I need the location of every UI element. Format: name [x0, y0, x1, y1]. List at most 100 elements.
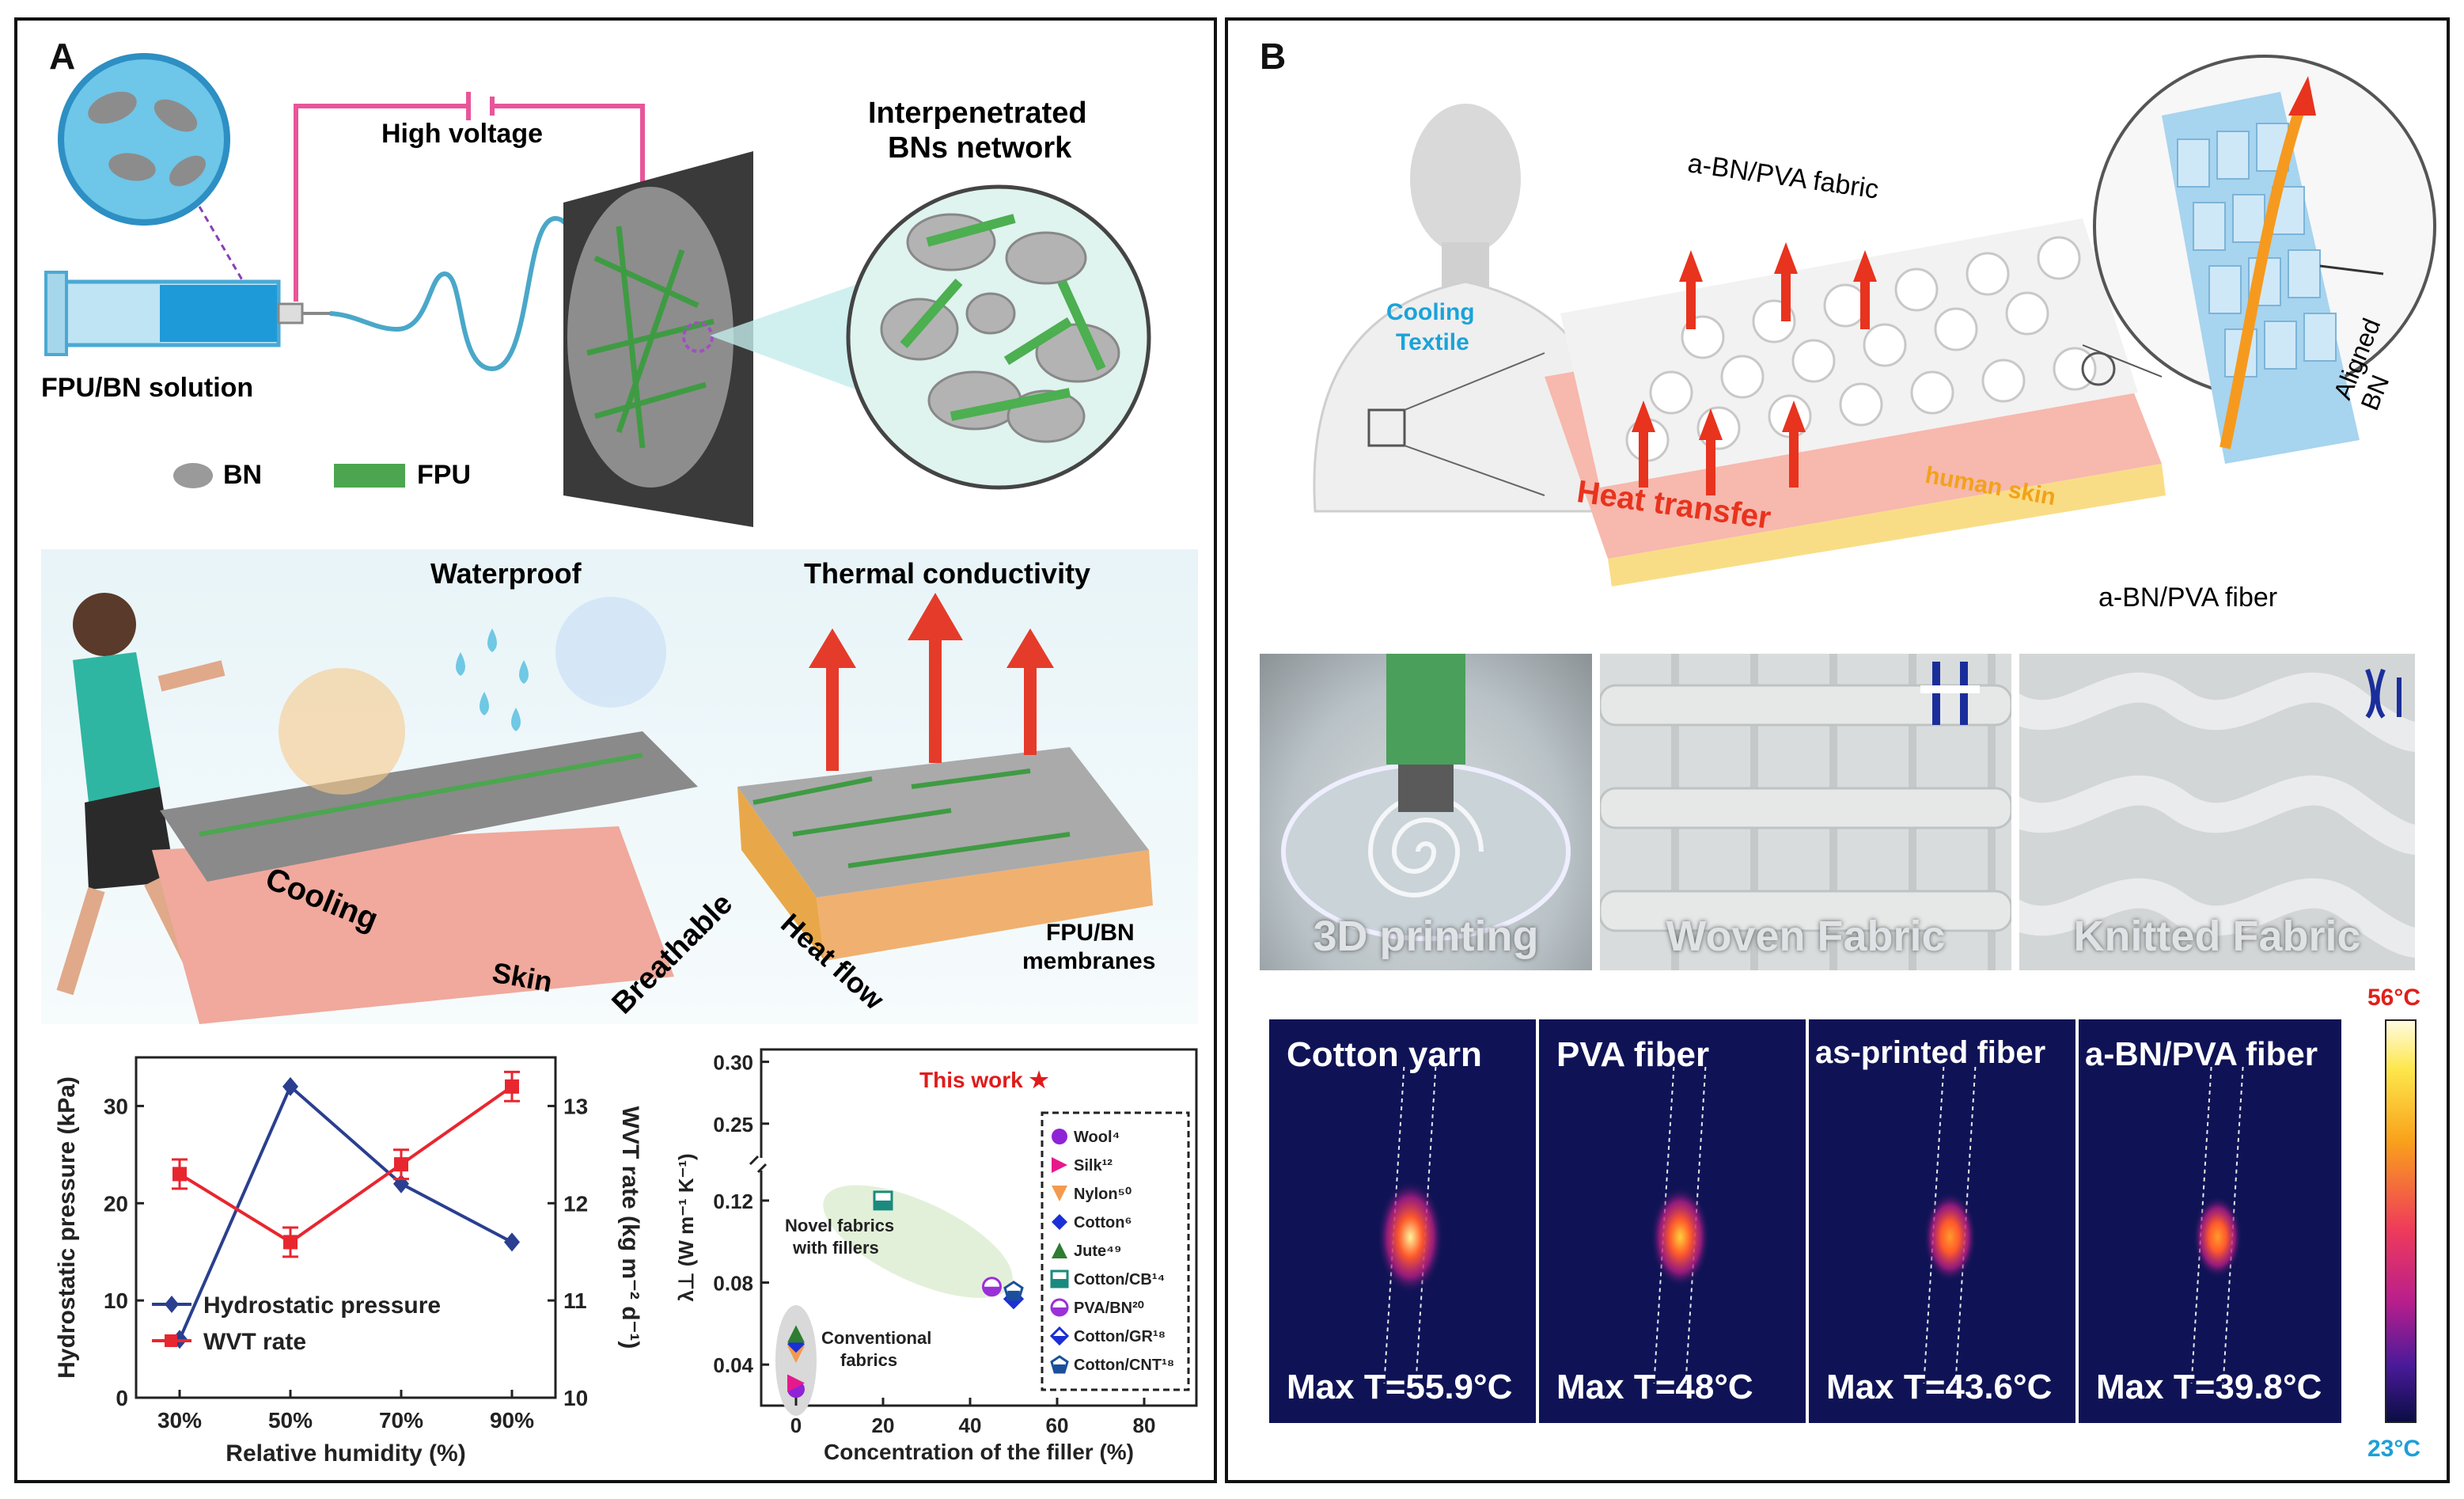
panel-b-label: B — [1260, 36, 1287, 77]
application-illustration: Waterproof Thermal conductivity Cooling … — [41, 549, 1198, 1024]
legend-box — [1041, 1111, 1190, 1391]
y-tick-label: 0.25 — [713, 1113, 753, 1137]
hot-spot — [2193, 1196, 2242, 1278]
y2-tick-label: 13 — [563, 1094, 588, 1118]
data-point-fill — [1052, 1336, 1067, 1344]
photo-knitted-fabric-caption: Knitted Fabric — [2073, 913, 2361, 960]
y-tick-label: 30 — [104, 1094, 128, 1118]
solution-label: FPU/BN solution — [41, 373, 254, 403]
data-point — [787, 1374, 805, 1392]
thermal-max-temp: Max T=55.9°C — [1287, 1368, 1513, 1406]
photo-woven-fabric-caption: Woven Fabric — [1666, 913, 1946, 960]
thermal-max-temp: Max T=43.6°C — [1826, 1368, 2053, 1406]
y-axis-label: Hydrostatic pressure (kPa) — [54, 1076, 80, 1379]
annotation-novel: Novel fabrics — [785, 1216, 894, 1235]
waterproof-label: Waterproof — [430, 557, 582, 590]
y2-tick-label: 11 — [563, 1288, 587, 1313]
legend-marker — [165, 1296, 179, 1313]
x-tick-label: 60 — [1046, 1414, 1069, 1437]
data-point — [1052, 1157, 1067, 1173]
data-point-fill — [1005, 1299, 1022, 1308]
annotation-conventional: Conventional — [821, 1328, 931, 1348]
temperature-colorbar — [2385, 1019, 2417, 1423]
hot-spot — [1377, 1180, 1444, 1294]
data-point-fill — [983, 1286, 1001, 1296]
thermal-title: PVA fiber — [1556, 1035, 1710, 1074]
fiber-label: a-BN/PVA fiber — [2098, 583, 2278, 613]
legend-label: Cotton⁶ — [1074, 1214, 1132, 1231]
data-point — [1052, 1214, 1067, 1230]
data-point-fill — [1052, 1307, 1067, 1315]
photo-3d-printing-caption: 3D printing — [1313, 913, 1539, 960]
solution-zoom-bubble — [58, 53, 230, 226]
legend-marker — [165, 1334, 177, 1347]
data-point — [1052, 1243, 1067, 1258]
plot-frame — [135, 1056, 557, 1399]
x-tick-label: 40 — [959, 1414, 982, 1437]
high-voltage-label: High voltage — [381, 119, 544, 149]
data-point — [283, 1235, 298, 1250]
axis-break-mark — [749, 1155, 768, 1174]
y-tick-label: 0.04 — [713, 1353, 753, 1377]
legend-label: PVA/BN²⁰ — [1074, 1300, 1144, 1317]
legend-label: Cotton/GR¹⁸ — [1074, 1328, 1166, 1345]
panel-a: A — [14, 17, 1217, 1483]
thermal-title: a-BN/PVA fiber — [2085, 1035, 2318, 1072]
colorbar-max-label: 56°C — [2367, 985, 2421, 1011]
thermal-max-temp: Max T=39.8°C — [2096, 1368, 2322, 1406]
filled-cluster-shading — [823, 1185, 1013, 1298]
x-tick-label: 0 — [790, 1414, 802, 1437]
annotation-this-work: This work ★ — [919, 1068, 1049, 1092]
hot-spot — [1650, 1186, 1710, 1288]
colorbar-min-label: 23°C — [2367, 1436, 2421, 1462]
data-point-fill — [1052, 1279, 1067, 1287]
bn-legend-swatch — [173, 463, 213, 488]
skin-layer — [152, 826, 674, 1024]
data-point — [787, 1345, 805, 1364]
cooling-textile-line2: Textile — [1396, 329, 1469, 355]
hot-spot — [1923, 1192, 1977, 1282]
cooling-textile-line1: Cooling — [1386, 299, 1475, 325]
fabric-zoom-box — [1367, 408, 1406, 447]
panel-b: B — [1225, 17, 2450, 1483]
y-tick-label: 0.12 — [713, 1190, 753, 1213]
data-point — [394, 1157, 408, 1172]
y2-tick-label: 12 — [563, 1191, 588, 1216]
thermal-title: as-printed fiber — [1815, 1035, 2046, 1070]
annotation-conventional: fabrics — [840, 1350, 897, 1370]
legend-label: Wool⁴ — [1074, 1129, 1120, 1146]
thermal-image-a-bn-pva-fiber: a-BN/PVA fiber Max T=39.8°C — [2079, 1019, 2344, 1423]
thermal-conductivity-label: Thermal conductivity — [804, 557, 1091, 590]
high-voltage-circuit — [294, 104, 645, 302]
data-point — [787, 1335, 805, 1353]
axis-break-gap — [752, 1158, 771, 1171]
data-point — [504, 1232, 520, 1252]
legend-label: WVT rate — [203, 1329, 306, 1355]
panel-a-label: A — [49, 36, 76, 77]
legend-fpu-label: FPU — [417, 460, 471, 490]
y-tick-label: 10 — [104, 1288, 128, 1313]
electrospinning-schematic — [44, 53, 1151, 527]
membranes-label-1: FPU/BN — [1046, 920, 1135, 946]
thermal-image-as-printed-fiber: as-printed fiber Max T=43.6°C — [1809, 1019, 2078, 1423]
x-axis-label: Concentration of the filler (%) — [824, 1440, 1134, 1464]
x-tick-label: 30% — [157, 1408, 202, 1433]
y2-tick-label: 10 — [563, 1386, 588, 1410]
x-tick-label: 70% — [379, 1408, 423, 1433]
data-point — [787, 1325, 805, 1343]
thermal-max-temp: Max T=48°C — [1556, 1368, 1753, 1406]
legend-label: Silk¹² — [1074, 1157, 1113, 1175]
human-figure — [1313, 104, 1618, 513]
data-point — [282, 1076, 298, 1096]
y-tick-label: 0 — [116, 1386, 128, 1410]
fpu-legend-swatch — [334, 464, 405, 488]
x-axis-label: Relative humidity (%) — [226, 1440, 465, 1467]
x-tick-label: 90% — [490, 1408, 534, 1433]
series-line — [178, 1083, 513, 1341]
x-tick-label: 80 — [1133, 1414, 1156, 1437]
legend-label: Cotton/CNT¹⁸ — [1074, 1357, 1174, 1374]
fabric-schematic — [1313, 55, 2436, 586]
x-tick-label: 20 — [872, 1414, 895, 1437]
data-point-fill — [874, 1200, 892, 1209]
